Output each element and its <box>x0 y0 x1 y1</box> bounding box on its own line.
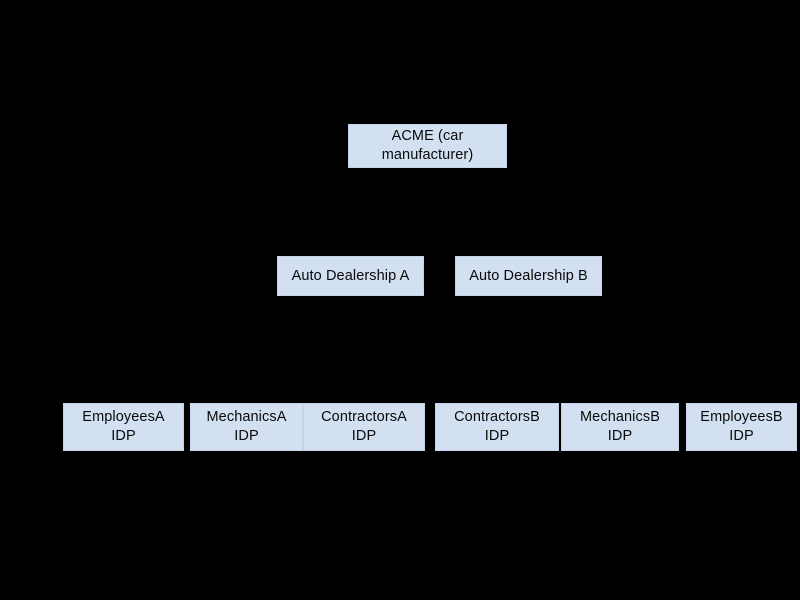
connector-dealer-a-to-leaves <box>123 380 124 403</box>
node-acme-manufacturer-label: ACME (car manufacturer) <box>381 128 474 163</box>
node-mechanics-a-idp[interactable]: MechanicsA IDP <box>190 403 303 451</box>
node-employees-a-idp[interactable]: EmployeesA IDP <box>63 403 184 451</box>
node-contractors-a-idp-label: ContractorsA IDP <box>321 409 407 444</box>
connector-root-to-dealer-a <box>350 168 351 188</box>
node-mechanics-a-idp-label: MechanicsA IDP <box>206 409 287 444</box>
connector-dealer-b-to-leaves <box>741 380 742 403</box>
node-mechanics-b-idp-label: MechanicsB IDP <box>580 409 660 444</box>
node-employees-a-idp-label: EmployeesA IDP <box>82 409 165 444</box>
node-mechanics-b-idp[interactable]: MechanicsB IDP <box>561 403 679 451</box>
node-auto-dealership-b-label: Auto Dealership B <box>469 267 588 284</box>
node-contractors-a-idp[interactable]: ContractorsA IDP <box>303 403 425 451</box>
node-contractors-b-idp[interactable]: ContractorsB IDP <box>435 403 559 451</box>
node-employees-b-idp[interactable]: EmployeesB IDP <box>686 403 797 451</box>
node-auto-dealership-a[interactable]: Auto Dealership A <box>277 256 424 296</box>
connector-root-to-dealer-b <box>529 168 530 188</box>
node-auto-dealership-a-label: Auto Dealership A <box>291 267 410 284</box>
node-contractors-b-idp-label: ContractorsB IDP <box>454 409 540 444</box>
node-acme-manufacturer[interactable]: ACME (car manufacturer) <box>348 124 507 168</box>
node-employees-b-idp-label: EmployeesB IDP <box>700 409 783 444</box>
node-auto-dealership-b[interactable]: Auto Dealership B <box>455 256 602 296</box>
